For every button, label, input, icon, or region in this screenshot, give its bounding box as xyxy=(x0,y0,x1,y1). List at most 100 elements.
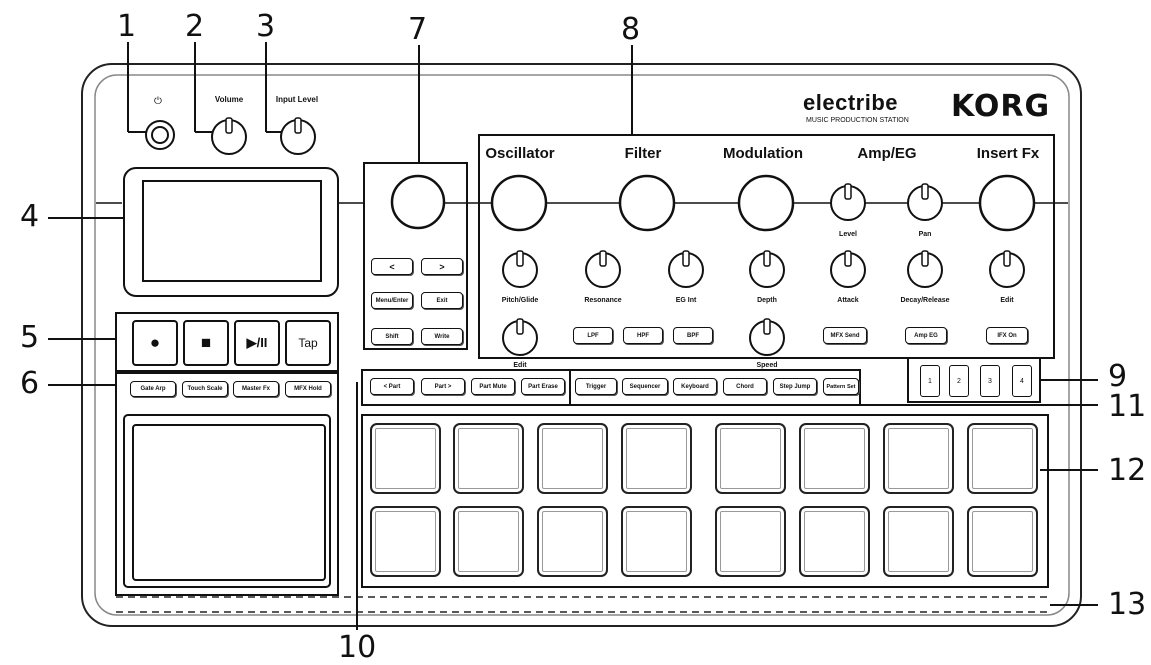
callout-10: 10 xyxy=(338,630,377,665)
label-depth: Depth xyxy=(757,297,777,304)
filter-knob xyxy=(618,174,676,232)
callout-7: 7 xyxy=(408,12,428,47)
label-pitch-glide: Pitch/Glide xyxy=(501,297,539,304)
callout-13: 13 xyxy=(1108,587,1147,622)
pad-11[interactable] xyxy=(537,506,608,577)
device-body-inner xyxy=(94,74,1070,616)
callout-6: 6 xyxy=(20,366,40,401)
ifx-on-button[interactable]: IFX On xyxy=(986,327,1028,344)
chord-button[interactable]: Chord xyxy=(723,378,767,395)
part-prev-button[interactable]: < Part xyxy=(370,378,414,395)
device-body-outer xyxy=(81,63,1082,627)
pad-16[interactable] xyxy=(967,506,1038,577)
mfx-hold-button[interactable]: MFX Hold xyxy=(285,381,331,397)
stop-button[interactable]: ■ xyxy=(183,320,229,366)
cursor-right-button[interactable]: > xyxy=(421,258,463,275)
callout-1: 1 xyxy=(117,9,137,44)
callout-12: 12 xyxy=(1108,453,1147,488)
brand-logo: KORG xyxy=(951,89,1051,124)
hpf-button[interactable]: HPF xyxy=(623,327,663,344)
pad-12[interactable] xyxy=(621,506,692,577)
resonance-knob xyxy=(585,250,621,288)
pad-9[interactable] xyxy=(370,506,441,577)
part-select-box xyxy=(907,357,1041,403)
pad-6[interactable] xyxy=(799,423,870,494)
callout-9: 9 xyxy=(1108,359,1128,394)
depth-knob xyxy=(749,250,785,288)
pitch-glide-knob xyxy=(502,250,538,288)
label-osc-edit: Edit xyxy=(513,362,527,369)
pad-2[interactable] xyxy=(453,423,524,494)
amp-eg-button[interactable]: Amp EG xyxy=(905,327,947,344)
part-select-3[interactable]: 3 xyxy=(980,365,1000,397)
pad-10[interactable] xyxy=(453,506,524,577)
pad-5[interactable] xyxy=(715,423,786,494)
oscillator-knob xyxy=(490,174,548,232)
label-decay-release: Decay/Release xyxy=(900,297,950,304)
callout-11: 11 xyxy=(1108,389,1147,424)
master-fx-button[interactable]: Master Fx xyxy=(233,381,279,397)
volume-label: Volume xyxy=(214,95,244,104)
callout-2: 2 xyxy=(185,9,205,44)
synth-section-box xyxy=(478,134,1055,359)
part-select-1[interactable]: 1 xyxy=(920,365,940,397)
decay-release-knob xyxy=(907,250,943,288)
pan-knob xyxy=(907,183,943,221)
menu-enter-button[interactable]: Menu/Enter xyxy=(371,292,413,309)
trigger-button[interactable]: Trigger xyxy=(575,378,617,395)
insert-fx-knob xyxy=(978,174,1036,232)
label-attack: Attack xyxy=(837,297,859,304)
mode-buttons-box xyxy=(569,369,861,406)
part-select-4[interactable]: 4 xyxy=(1012,365,1032,397)
pad-3[interactable] xyxy=(537,423,608,494)
section-filter: Filter xyxy=(624,145,662,162)
power-icon: ⏻ xyxy=(154,96,162,107)
sequencer-button[interactable]: Sequencer xyxy=(622,378,668,395)
tap-button[interactable]: Tap xyxy=(285,320,331,366)
step-jump-button[interactable]: Step Jump xyxy=(773,378,817,395)
value-knob xyxy=(390,174,446,230)
nav-section-box xyxy=(363,162,468,350)
pad-14[interactable] xyxy=(799,506,870,577)
label-fx-edit: Edit xyxy=(1000,297,1014,304)
shift-button[interactable]: Shift xyxy=(371,328,413,345)
osc-edit-knob xyxy=(502,318,538,356)
speed-knob xyxy=(749,318,785,356)
callout-5: 5 xyxy=(20,320,40,355)
pad-1[interactable] xyxy=(370,423,441,494)
part-next-button[interactable]: Part > xyxy=(421,378,465,395)
pad-4[interactable] xyxy=(621,423,692,494)
touch-pad-surface xyxy=(132,424,326,581)
label-resonance: Resonance xyxy=(584,297,622,304)
brand-subtitle: MUSIC PRODUCTION STATION xyxy=(806,117,909,124)
display-screen xyxy=(142,180,322,282)
attack-knob xyxy=(830,250,866,288)
label-speed: Speed xyxy=(756,362,778,369)
brand-product: electribe xyxy=(803,90,898,115)
play-pause-button[interactable]: ▶/II xyxy=(234,320,280,366)
keyboard-button[interactable]: Keyboard xyxy=(673,378,717,395)
label-pan: Pan xyxy=(918,231,932,238)
bpf-button[interactable]: BPF xyxy=(673,327,713,344)
callout-3: 3 xyxy=(256,9,276,44)
part-erase-button[interactable]: Part Erase xyxy=(521,378,565,395)
write-button[interactable]: Write xyxy=(421,328,463,345)
record-button[interactable]: ● xyxy=(132,320,178,366)
modulation-knob xyxy=(737,174,795,232)
touch-section-box xyxy=(115,372,339,596)
label-eg-int: EG Int xyxy=(675,297,697,304)
pad-8[interactable] xyxy=(967,423,1038,494)
pad-7[interactable] xyxy=(883,423,954,494)
lpf-button[interactable]: LPF xyxy=(573,327,613,344)
gate-arp-button[interactable]: Gate Arp xyxy=(130,381,176,397)
part-select-2[interactable]: 2 xyxy=(949,365,969,397)
pad-13[interactable] xyxy=(715,506,786,577)
exit-button[interactable]: Exit xyxy=(421,292,463,309)
pattern-set-button[interactable]: Pattern Set xyxy=(823,378,859,395)
pad-15[interactable] xyxy=(883,506,954,577)
touch-scale-button[interactable]: Touch Scale xyxy=(182,381,228,397)
part-mute-button[interactable]: Part Mute xyxy=(471,378,515,395)
input-level-label: Input Level xyxy=(275,95,319,104)
cursor-left-button[interactable]: < xyxy=(371,258,413,275)
mfx-send-button[interactable]: MFX Send xyxy=(823,327,867,344)
